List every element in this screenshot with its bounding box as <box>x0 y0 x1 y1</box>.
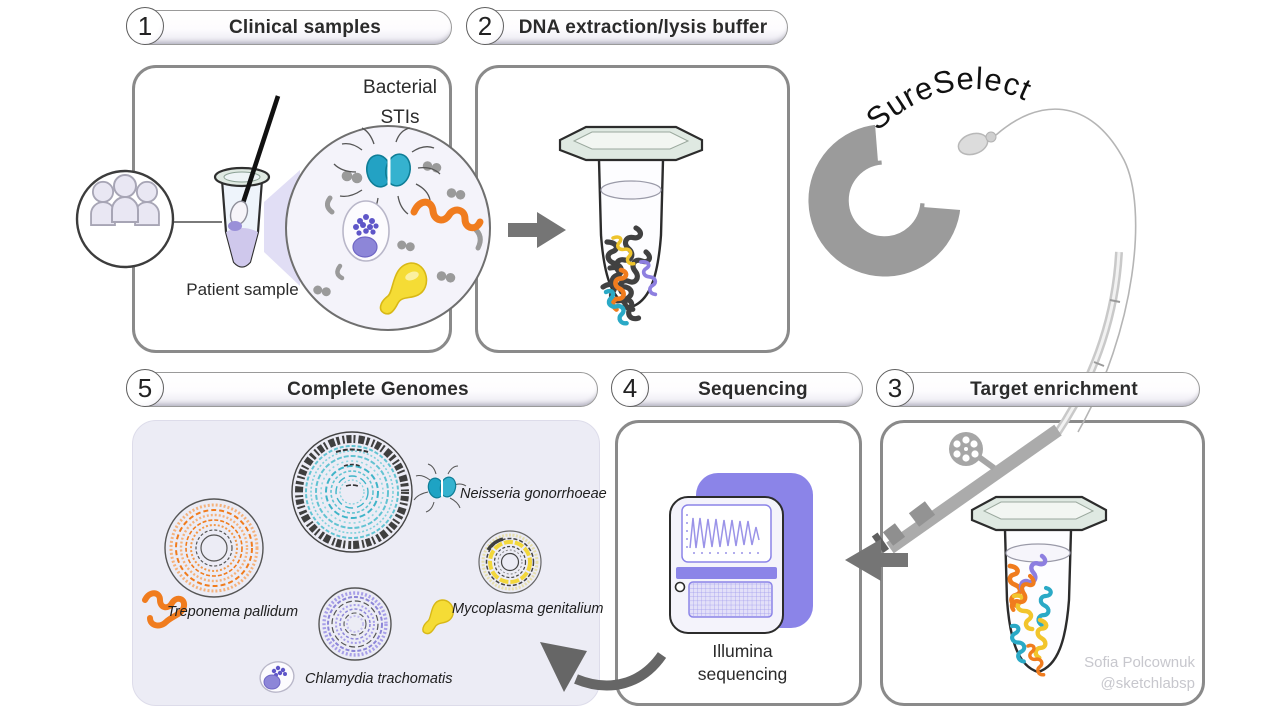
species-label-treponema: Treponema pallidum <box>167 604 299 620</box>
hook-icon <box>957 131 997 156</box>
step-pill-3: 3 Target enrichment <box>876 369 1200 407</box>
step-label: DNA extraction/lysis buffer <box>518 16 768 38</box>
sequencer-label-line1: Illumina <box>712 641 773 661</box>
step-number: 4 <box>611 369 649 407</box>
panel-dna-extraction <box>475 65 790 353</box>
step-label: Complete Genomes <box>287 378 469 400</box>
patient-sample-label: Patient sample <box>186 280 299 299</box>
step-number: 5 <box>126 369 164 407</box>
species-label-neisseria: Neisseria gonorrhoeae <box>460 486 607 502</box>
species-label-mycoplasma: Mycoplasma genitalium <box>452 601 604 617</box>
step-number: 2 <box>466 7 504 45</box>
sequencer-label-line2: sequencing <box>697 664 788 684</box>
panel-complete-genomes <box>132 420 600 706</box>
species-label-chlamydia: Chlamydia trachomatis <box>305 671 453 687</box>
credit-line1: Sofia Polcownuk <box>1084 654 1195 671</box>
step-label: Target enrichment <box>970 378 1138 400</box>
magnet-icon <box>808 120 965 277</box>
kit-name-curved-label: SureSelect <box>859 61 1037 137</box>
credit-line2: @sketchlabsp <box>1100 675 1195 692</box>
step-pill-5: 5 Complete Genomes <box>126 369 598 407</box>
step-label: Clinical samples <box>228 16 382 38</box>
step-pill-4: 4 Sequencing <box>611 369 863 407</box>
step-label: Sequencing <box>698 378 808 400</box>
step-pill-1: 1 Clinical samples <box>126 7 452 45</box>
step-number: 1 <box>126 7 164 45</box>
bacterial-stis-label-line2: STIs <box>380 107 420 128</box>
step-pill-2: 2 DNA extraction/lysis buffer <box>466 7 788 45</box>
step-number: 3 <box>876 369 914 407</box>
bacterial-stis-label-line1: Bacterial <box>363 77 437 98</box>
